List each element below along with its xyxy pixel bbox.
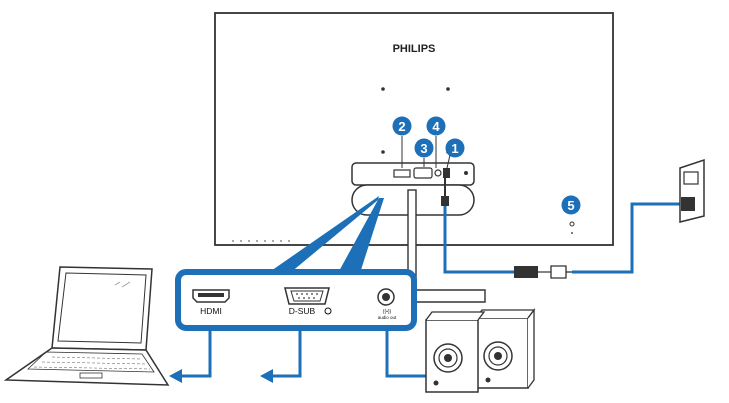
brand-logo: PHILIPS — [393, 43, 436, 55]
hdmi-socket — [393, 169, 411, 178]
audio-label-line2: audio out — [378, 315, 397, 320]
laptop-icon — [3, 266, 170, 386]
callout-4: 4 — [426, 116, 446, 168]
svg-text:4: 4 — [432, 119, 440, 134]
dsub-symbol-icon — [324, 307, 332, 315]
wall-socket-icon — [679, 158, 705, 223]
svg-text:1: 1 — [451, 141, 458, 156]
speakers-icon — [425, 308, 536, 393]
callout-1: 1 — [445, 138, 465, 169]
dsub-socket — [413, 167, 433, 179]
dsub-label: D-SUB — [289, 306, 316, 316]
panel-dot — [464, 171, 468, 175]
audio-cable — [385, 330, 432, 378]
callout-3: 3 — [414, 138, 434, 167]
screw-hole — [381, 87, 385, 91]
power-socket — [443, 168, 450, 178]
kensington-dot — [571, 232, 573, 234]
audio-jack-icon — [377, 288, 395, 306]
screw-hole — [446, 87, 450, 91]
svg-text:2: 2 — [398, 119, 405, 134]
screw-hole — [381, 150, 385, 154]
hdmi-port-icon — [192, 289, 230, 303]
callout-5: 5 — [561, 195, 581, 215]
rear-port-panel — [351, 162, 475, 186]
audio-socket — [434, 169, 442, 177]
svg-text:5: 5 — [567, 198, 574, 213]
audio-label-line1: ((•)) — [383, 309, 392, 315]
kensington-lock — [569, 221, 575, 227]
connector-callout: HDMI D-SUB ((•)) audio out — [169, 196, 432, 383]
hdmi-label: HDMI — [200, 306, 222, 316]
callout-2: 2 — [392, 116, 412, 168]
arrow-left-icon — [169, 369, 182, 383]
power-adapter-icon — [514, 266, 538, 278]
arrow-left-icon — [260, 369, 273, 383]
dsub-port-icon — [284, 287, 330, 305]
power-cable — [441, 178, 680, 279]
svg-text:3: 3 — [420, 141, 427, 156]
